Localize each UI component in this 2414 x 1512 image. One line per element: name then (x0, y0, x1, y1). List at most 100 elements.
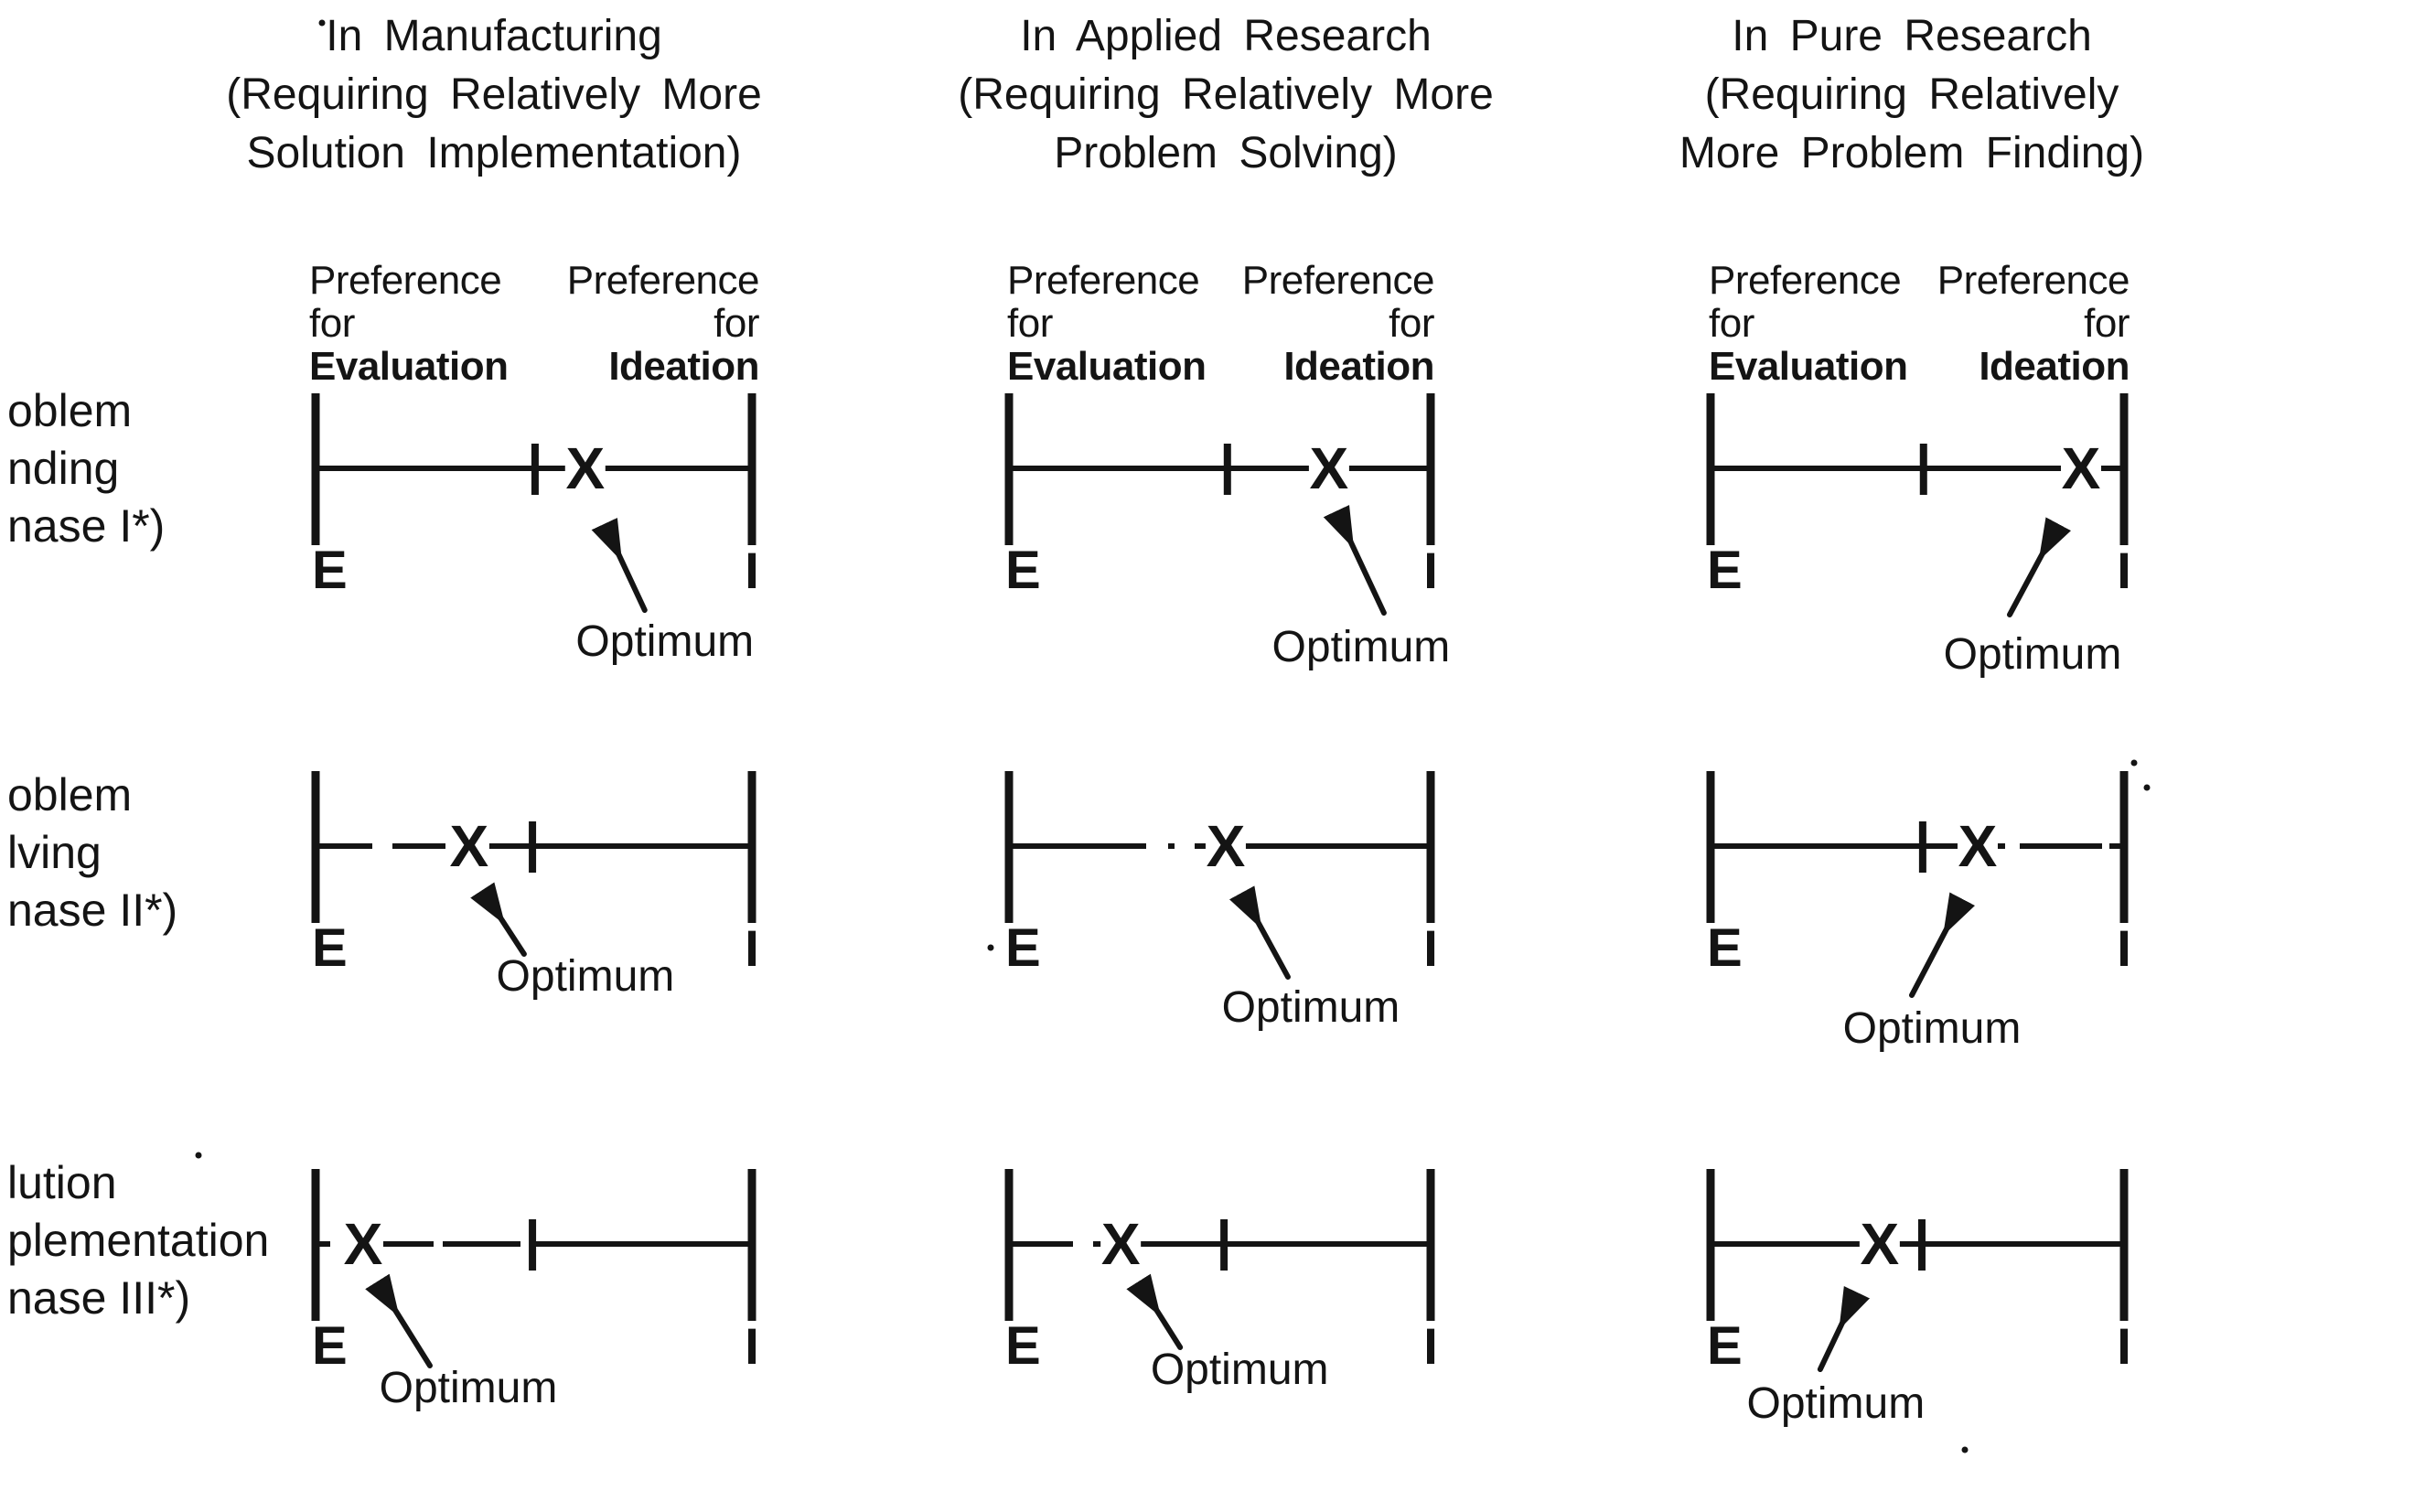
pref-line: Preference (1709, 258, 1902, 303)
pref-line: Evaluation (1709, 344, 1908, 389)
pref-line: for (309, 301, 355, 346)
x-marker: X (450, 813, 489, 879)
row-label-line: oblem (7, 385, 133, 436)
evaluation-end-label: E (1707, 918, 1743, 978)
pref-evaluation-label-col3: Preference for Evaluation (1709, 259, 1908, 388)
scan-speck (987, 944, 994, 951)
pref-line: Preference (1007, 258, 1200, 303)
x-marker: X (565, 435, 605, 501)
optimum-label: Optimum (1747, 1379, 1926, 1428)
row-label-line: lution (7, 1157, 117, 1208)
optimum-arrow (365, 1273, 433, 1368)
ideation-end-label: I (1423, 919, 1438, 977)
scale-problem-solving-manufacturing: X E I Optimum (311, 771, 759, 1001)
scale-solution-implementation-manufacturing: XE I Optimum (311, 1169, 759, 1412)
evaluation-end-label: E (1005, 1316, 1041, 1376)
scale-problem-solving-applied-research: X E I Optimum (1004, 771, 1438, 1032)
pref-line: for (1709, 301, 1754, 346)
optimum-arrow (2006, 517, 2072, 617)
ideation-end-label: I (2117, 1317, 2131, 1375)
pref-line: Ideation (1283, 344, 1434, 389)
header-line: In Manufacturing (326, 12, 662, 60)
evaluation-end-label: E (1005, 918, 1041, 978)
x-marker: X (1861, 1211, 1900, 1277)
x-marker: X (1101, 1211, 1141, 1277)
row-label-line: nding (7, 443, 120, 494)
ideation-end-label: I (2117, 542, 2131, 599)
optimum-arrow (1126, 1273, 1184, 1350)
x-marker: X (1207, 813, 1246, 879)
optimum-label: Optimum (1151, 1346, 1329, 1394)
pref-ideation-label-col3: Preference for Ideation (1937, 259, 2130, 388)
row-label-solution-implementation: lution plementation nase III*) (7, 1154, 269, 1327)
row-label-problem-finding: oblem nding nase I*) (7, 382, 165, 555)
row-label-line: nase III*) (7, 1272, 191, 1324)
pref-line: Ideation (1979, 344, 2130, 389)
pref-line: for (713, 301, 759, 346)
row-label-line: lving (7, 827, 102, 878)
pref-line: Ideation (608, 344, 759, 389)
optimum-label: Optimum (575, 617, 754, 666)
header-line: (Requiring Relatively (1704, 70, 2119, 119)
header-line: In Pure Research (1732, 12, 2092, 60)
column-header-applied-research: In Applied Research (Requiring Relativel… (958, 7, 1494, 183)
pref-line: Preference (566, 258, 760, 303)
x-marker: X (344, 1211, 383, 1277)
pref-ideation-label-col1: Preference for Ideation (566, 258, 760, 389)
optimum-arrow (470, 882, 527, 957)
x-marker: X (1310, 435, 1349, 501)
ideation-end-label: I (745, 919, 759, 977)
header-line: In Applied Research (1020, 12, 1432, 60)
column-header-pure-research: In Pure Research (Requiring Relatively M… (1679, 7, 2144, 183)
ideation-end-label: I (2117, 919, 2131, 977)
ideation-end-label: I (745, 542, 759, 599)
evaluation-end-label: E (312, 1316, 348, 1376)
pref-line: Preference (309, 258, 502, 303)
optimum-arrow (591, 518, 648, 613)
scan-speck (2130, 759, 2138, 767)
optimum-arrow (1908, 892, 1976, 998)
scan-speck (195, 1152, 202, 1159)
scan-speck (318, 19, 326, 27)
optimum-label: Optimum (1843, 1004, 2022, 1053)
optimum-arrow (1323, 505, 1387, 616)
pref-line: for (2084, 301, 2130, 346)
row-label-line: oblem (7, 769, 133, 820)
optimum-label: Optimum (497, 952, 675, 1001)
optimum-arrow (1228, 885, 1291, 980)
evaluation-end-label: E (1707, 541, 1743, 600)
pref-line: Preference (1241, 258, 1435, 303)
pref-ideation-label-col2: Preference for Ideation (1241, 258, 1435, 389)
pref-evaluation-label-col2: Preference for Evaluation (1007, 259, 1207, 388)
optimum-arrow (1817, 1285, 1871, 1372)
scale-solution-implementation-applied-research: XE I Optimum (1004, 1169, 1438, 1394)
evaluation-end-label: E (1005, 541, 1041, 600)
column-header-manufacturing: In Manufacturing (Requiring Relatively M… (226, 7, 762, 183)
optimum-label: Optimum (1222, 983, 1400, 1032)
ideation-end-label: I (1423, 1317, 1438, 1375)
pref-line: Preference (1937, 258, 2130, 303)
scale-solution-implementation-pure-research: X E I Optimum (1706, 1169, 2131, 1428)
header-line: Problem Solving) (1054, 129, 1398, 177)
row-label-line: nase II*) (7, 885, 178, 936)
optimum-label: Optimum (380, 1364, 558, 1412)
pref-line: Evaluation (309, 344, 509, 389)
scan-speck (1961, 1446, 1969, 1453)
pref-line: for (1007, 301, 1053, 346)
ideation-end-label: I (745, 1317, 759, 1375)
optimum-label: Optimum (1944, 630, 2122, 679)
evaluation-end-label: E (312, 918, 348, 978)
header-line: (Requiring Relatively More (226, 70, 762, 119)
scan-speck (2143, 784, 2151, 791)
row-label-problem-solving: oblem lving nase II*) (7, 767, 177, 939)
pref-line: Evaluation (1007, 344, 1207, 389)
evaluation-end-label: E (1707, 1316, 1743, 1376)
pref-line: for (1389, 301, 1434, 346)
row-label-line: plementation (7, 1215, 270, 1266)
